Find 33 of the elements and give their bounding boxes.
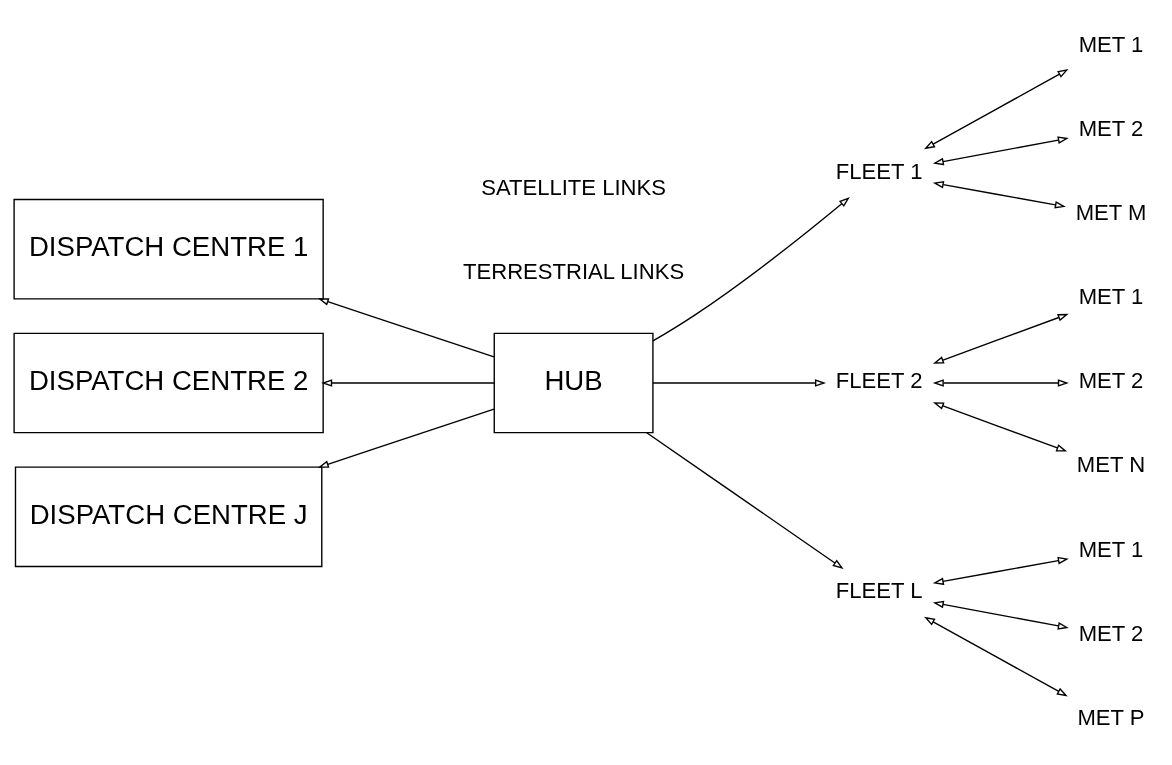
node-text: MET P [1077,704,1145,730]
arrow [646,431,844,569]
node-text: MET 1 [1078,31,1144,57]
node-text: MET 1 [1078,283,1144,309]
node-text: MET 2 [1078,367,1144,393]
node-text: FLEET 1 [835,158,923,184]
node-box: DISPATCH CENTRE 1 [13,198,324,300]
node-text: MET 2 [1078,620,1144,646]
label: TERRESTRIAL LINKS [463,258,685,284]
arrow [924,616,1068,696]
arrow [652,378,827,387]
arrow [932,600,1069,630]
node-text: FLEET L [835,577,923,603]
arrow [932,180,1066,209]
arrow [652,196,850,342]
node-text: MET 1 [1078,536,1144,562]
arrow [932,313,1069,364]
node-text: MET 2 [1078,115,1144,141]
arrow [321,378,495,387]
node-box: DISPATCH CENTRE J [14,465,323,567]
arrow [317,297,495,358]
node-text: MET M [1075,199,1147,225]
arrow [932,556,1069,585]
node-box: HUB [493,332,654,433]
arrow [932,378,1069,387]
arrow [924,68,1069,149]
node-text: FLEET 2 [835,367,923,393]
arrow [317,407,495,468]
label: SATELLITE LINKS [481,174,666,200]
node-box: DISPATCH CENTRE 2 [13,332,324,433]
node-text: MET N [1076,451,1146,477]
arrow [932,135,1069,165]
arrow [932,401,1068,452]
